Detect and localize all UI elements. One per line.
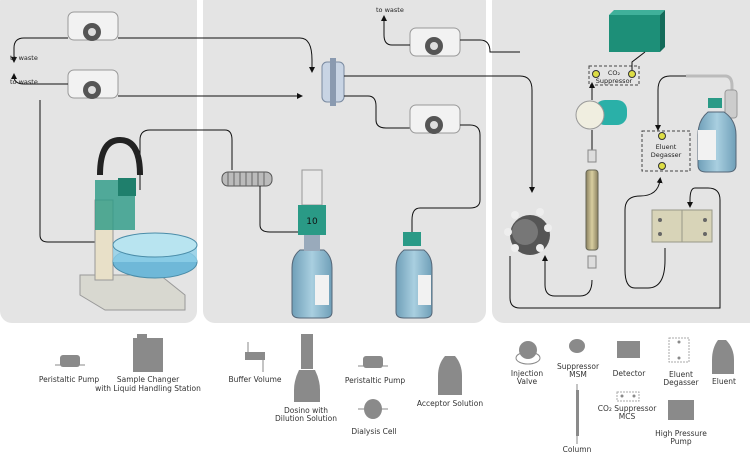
legend-buffer-volume: Buffer Volume <box>228 375 281 384</box>
dosino-bottle: 10 <box>291 169 333 319</box>
legend-high-pressure-pump-2: Pump <box>670 437 691 446</box>
legend-dosino-2: Dilution Solution <box>275 414 337 423</box>
column <box>585 149 599 269</box>
eluent-degasser-label-1: Eluent <box>656 143 677 151</box>
waste-label-2: to waste <box>10 78 38 86</box>
legend-eluent-degasser-1: Eluent <box>669 370 693 379</box>
dialysis-cell <box>321 58 345 106</box>
legend-peristaltic-pump-2-icon <box>358 356 388 368</box>
injection-valve <box>504 208 552 255</box>
eluent-degasser: Eluent Degasser <box>641 130 691 172</box>
legend-buffer-volume-icon <box>245 342 265 372</box>
legend-high-pressure-pump-1: High Pressure <box>655 429 707 438</box>
eluent-bottle <box>686 74 738 173</box>
co2-suppressor-label-2: Suppressor <box>596 77 633 85</box>
legend-injection-valve-1: Injection <box>511 369 543 378</box>
suppressor-msm <box>575 100 627 130</box>
legend-sample-changer-icon <box>133 334 163 372</box>
legend-acceptor-solution-icon <box>438 356 462 395</box>
legend-suppressor-msm-2: MSM <box>569 370 587 379</box>
legend-eluent: Eluent <box>712 377 736 386</box>
legend-acceptor-solution: Acceptor Solution <box>417 399 483 408</box>
high-pressure-pump <box>651 209 713 243</box>
legend-detector: Detector <box>613 369 647 378</box>
peristaltic-pump-top <box>67 11 119 41</box>
legend-dialysis-cell: Dialysis Cell <box>351 427 396 436</box>
dosino-number: 10 <box>306 217 318 227</box>
detector <box>609 10 665 52</box>
co2-suppressor: CO₂ Suppressor <box>588 65 640 86</box>
peristaltic-pump-middle <box>67 69 119 99</box>
acceptor-bottle <box>395 232 433 319</box>
legend-dosino-icon <box>294 334 320 402</box>
sample-changer <box>79 136 198 311</box>
legend-dialysis-cell-icon <box>358 399 388 419</box>
legend-co2-suppressor-1: CO₂ Suppressor <box>598 404 658 413</box>
legend-peristaltic-pump-2: Peristaltic Pump <box>345 376 406 385</box>
legend-high-pressure-pump-icon <box>668 400 694 420</box>
legend-detector-icon <box>617 341 640 358</box>
legend-eluent-icon <box>712 340 734 374</box>
legend-sample-changer-2: with Liquid Handling Station <box>95 384 201 393</box>
legend-peristaltic-pump-1: Peristaltic Pump <box>39 375 100 384</box>
buffer-volume-coil <box>221 171 273 187</box>
legend-injection-valve-2: Valve <box>517 377 538 386</box>
peristaltic-pump-top-right <box>409 27 461 57</box>
legend-peristaltic-pump-icon <box>55 355 85 367</box>
co2-suppressor-label-1: CO₂ <box>608 69 621 77</box>
legend-eluent-degasser-icon <box>668 337 690 363</box>
peristaltic-pump-acceptor <box>409 104 461 134</box>
legend-suppressor-msm-1: Suppressor <box>557 362 600 371</box>
waste-label-1: to waste <box>10 54 38 62</box>
legend-dosino-1: Dosino with <box>284 406 328 415</box>
waste-label-3: to waste <box>376 6 404 14</box>
legend-co2-suppressor-icon <box>616 391 640 402</box>
eluent-degasser-label-2: Degasser <box>651 151 682 159</box>
legend-column: Column <box>563 445 592 454</box>
legend-co2-suppressor-2: MCS <box>619 412 636 421</box>
legend-column-icon <box>576 384 579 444</box>
legend-eluent-degasser-2: Degasser <box>663 378 699 387</box>
legend-injection-valve-icon <box>515 341 541 365</box>
legend-suppressor-icon <box>569 339 585 353</box>
legend-sample-changer-1: Sample Changer <box>117 375 180 384</box>
